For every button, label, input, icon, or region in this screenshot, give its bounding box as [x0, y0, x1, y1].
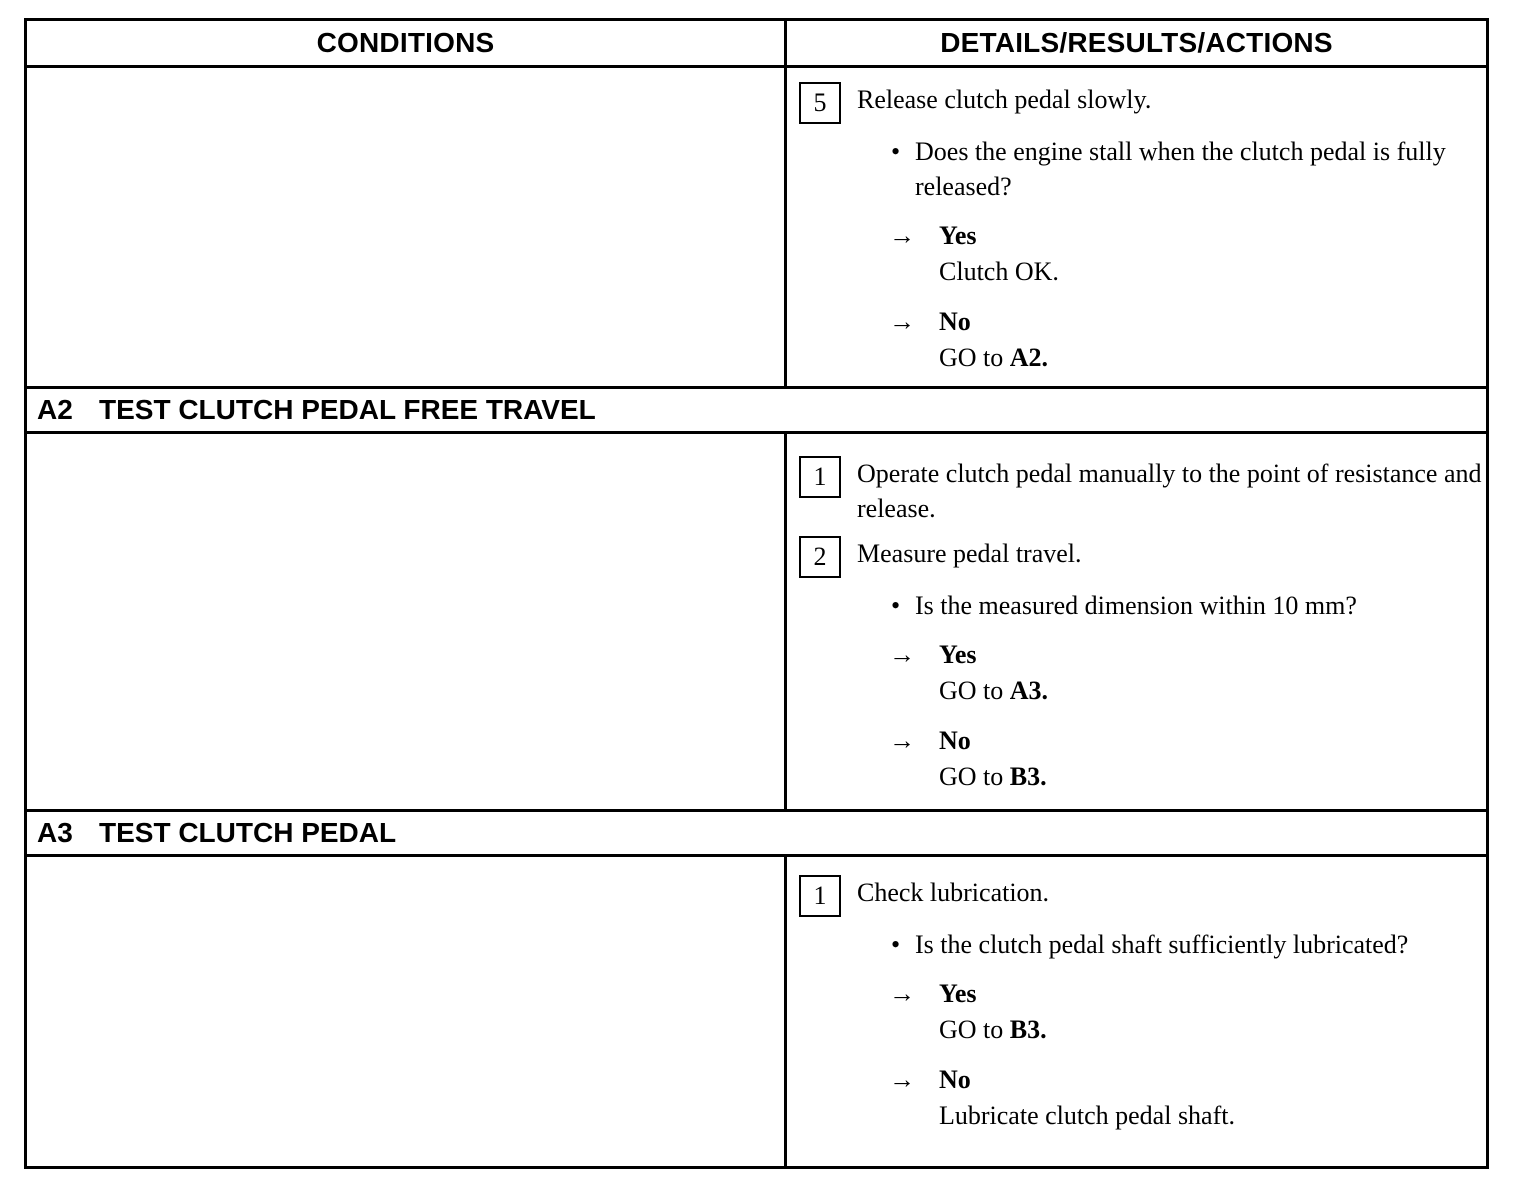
bullet-icon: • [891, 591, 901, 620]
arrow-right-icon: → [889, 979, 915, 1008]
go-to-text: GO to [939, 343, 1010, 372]
details-column-header: DETAILS/RESULTS/ACTIONS [784, 18, 1489, 68]
conditions-cell [24, 431, 787, 812]
go-to-text: GO to [939, 762, 1010, 791]
yes-branch: → Yes GO to A3. [799, 637, 1486, 709]
go-to-reference: B3. [1009, 1015, 1047, 1044]
step-number-box: 1 [799, 456, 841, 498]
yes-action: GO to A3. [939, 673, 1486, 709]
step-text: Check lubrication. [857, 878, 1050, 907]
step-item: 2 Measure pedal travel. [799, 536, 1486, 578]
no-action: Lubricate clutch pedal shaft. [939, 1101, 1235, 1130]
no-action: GO to A2. [939, 340, 1486, 376]
question-item: • Is the measured dimension within 10 mm… [799, 588, 1486, 623]
arrow-right-icon: → [889, 307, 915, 336]
no-action: GO to B3. [939, 759, 1486, 795]
no-branch: → No GO to B3. [799, 723, 1486, 795]
yes-label: Yes [939, 640, 977, 669]
diagnostic-table: CONDITIONS DETAILS/RESULTS/ACTIONS 5 Rel… [24, 18, 1489, 1169]
question-text: Does the engine stall when the clutch pe… [915, 137, 1446, 201]
go-to-reference: B3. [1009, 762, 1047, 791]
conditions-cell [24, 65, 787, 389]
step-text: Release clutch pedal slowly. [857, 85, 1152, 114]
conditions-column-header: CONDITIONS [24, 18, 787, 68]
no-label: No [939, 1065, 971, 1094]
arrow-right-icon: → [889, 1065, 915, 1094]
step-number-box: 2 [799, 536, 841, 578]
details-cell: 5 Release clutch pedal slowly. • Does th… [784, 65, 1489, 389]
section-header-a3: A3 TEST CLUTCH PEDAL [24, 809, 1489, 857]
table-header-row: CONDITIONS DETAILS/RESULTS/ACTIONS [24, 18, 1489, 68]
diagnostic-table-page: CONDITIONS DETAILS/RESULTS/ACTIONS 5 Rel… [24, 18, 1489, 1169]
section-title-cell: A3 TEST CLUTCH PEDAL [24, 809, 1489, 857]
step-text: Operate clutch pedal manually to the poi… [857, 459, 1482, 523]
step-item: 5 Release clutch pedal slowly. [799, 82, 1486, 124]
go-to-text: GO to [939, 1015, 1010, 1044]
go-to-text: GO to [939, 676, 1010, 705]
go-to-reference: A3. [1009, 676, 1049, 705]
section-header-a2: A2 TEST CLUTCH PEDAL FREE TRAVEL [24, 386, 1489, 434]
question-text: Is the measured dimension within 10 mm? [915, 591, 1357, 620]
no-label: No [939, 307, 971, 336]
section-code: A3 [37, 817, 73, 848]
no-label: No [939, 726, 971, 755]
yes-label: Yes [939, 979, 977, 1008]
arrow-right-icon: → [889, 221, 915, 250]
section-title: TEST CLUTCH PEDAL [99, 817, 397, 848]
no-branch: → No Lubricate clutch pedal shaft. [799, 1062, 1486, 1134]
conditions-cell [24, 854, 787, 1169]
step-item: 1 Check lubrication. [799, 875, 1486, 917]
no-branch: → No GO to A2. [799, 304, 1486, 376]
yes-action: GO to B3. [939, 1012, 1486, 1048]
section-title: TEST CLUTCH PEDAL FREE TRAVEL [99, 394, 596, 425]
go-to-reference: A2. [1009, 343, 1049, 372]
details-cell: 1 Check lubrication. • Is the clutch ped… [784, 854, 1489, 1169]
bullet-icon: • [891, 137, 901, 166]
bullet-icon: • [891, 930, 901, 959]
question-text: Is the clutch pedal shaft sufficiently l… [915, 930, 1409, 959]
table-row-a1: 5 Release clutch pedal slowly. • Does th… [24, 65, 1489, 389]
arrow-right-icon: → [889, 726, 915, 755]
table-row-a3: 1 Check lubrication. • Is the clutch ped… [24, 854, 1489, 1169]
table-row-a2: 1 Operate clutch pedal manually to the p… [24, 431, 1489, 812]
step-number-box: 5 [799, 82, 841, 124]
section-title-cell: A2 TEST CLUTCH PEDAL FREE TRAVEL [24, 386, 1489, 434]
arrow-right-icon: → [889, 640, 915, 669]
question-item: • Is the clutch pedal shaft sufficiently… [799, 927, 1486, 962]
yes-branch: → Yes GO to B3. [799, 976, 1486, 1048]
question-item: • Does the engine stall when the clutch … [799, 134, 1486, 204]
yes-branch: → Yes Clutch OK. [799, 218, 1486, 290]
step-item: 1 Operate clutch pedal manually to the p… [799, 456, 1486, 526]
yes-label: Yes [939, 221, 977, 250]
yes-action: Clutch OK. [939, 257, 1059, 286]
step-number-box: 1 [799, 875, 841, 917]
step-text: Measure pedal travel. [857, 539, 1082, 568]
details-cell: 1 Operate clutch pedal manually to the p… [784, 431, 1489, 812]
section-code: A2 [37, 394, 73, 425]
